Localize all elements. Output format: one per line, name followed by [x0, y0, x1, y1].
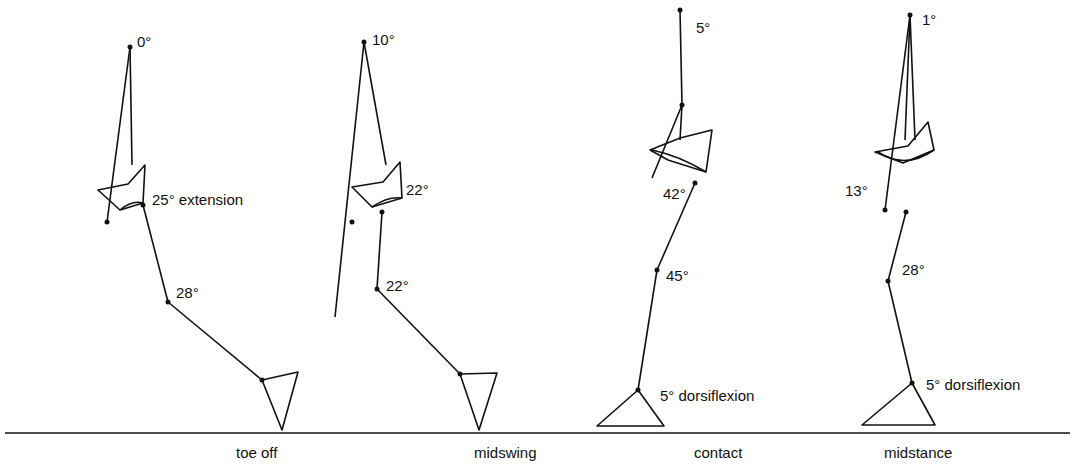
angle-label: 25° extension	[152, 192, 243, 209]
angle-label: 42°	[663, 186, 686, 203]
angle-label: 28°	[176, 285, 199, 302]
angle-label: 22°	[386, 278, 409, 295]
ground-line	[5, 432, 1070, 434]
midstance-figure	[862, 15, 935, 425]
midswing-figure	[335, 42, 497, 430]
phase-label: contact	[694, 445, 742, 462]
phase-label: midswing	[474, 445, 537, 462]
toe-off-figure	[98, 47, 298, 430]
angle-label: 10°	[372, 32, 395, 49]
angle-label: 5° dorsiflexion	[926, 377, 1020, 394]
angle-label: 22°	[406, 182, 429, 199]
phase-label: midstance	[884, 445, 952, 462]
angle-label: 13°	[845, 183, 868, 200]
angle-label: 28°	[902, 262, 925, 279]
angle-label: 1°	[922, 12, 936, 29]
angle-label: 45°	[666, 268, 689, 285]
angle-label: 0°	[137, 34, 151, 51]
angle-label: 5° dorsiflexion	[660, 388, 754, 405]
phase-label: toe off	[236, 445, 277, 462]
contact-figure	[597, 10, 712, 426]
angle-label: 5°	[696, 20, 710, 37]
